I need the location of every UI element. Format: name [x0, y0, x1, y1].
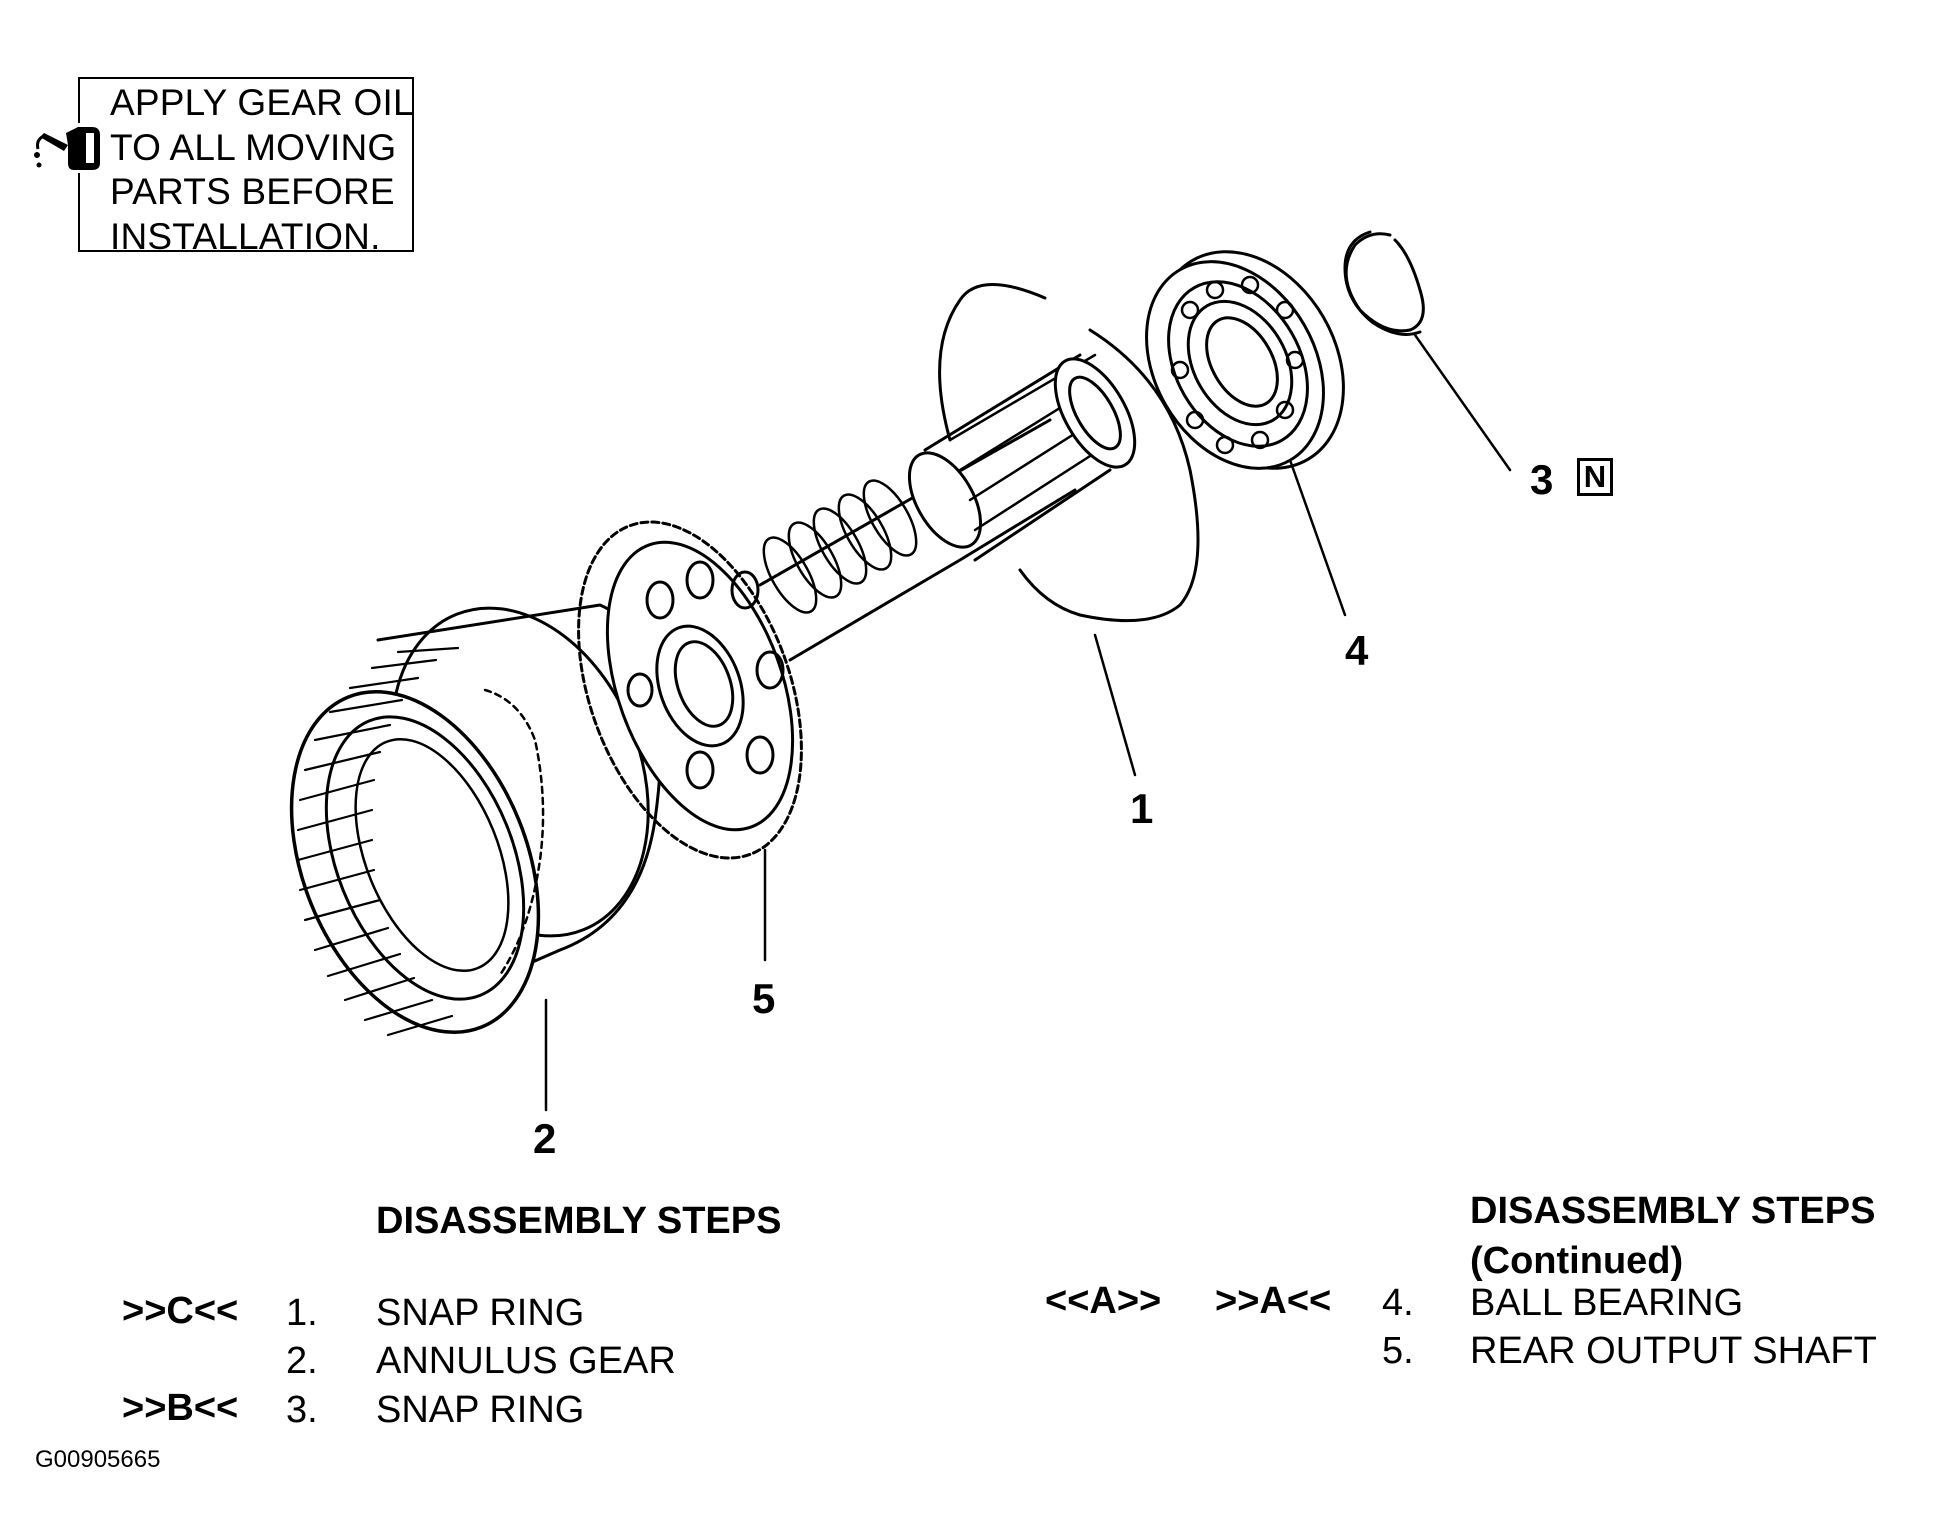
steps-heading: DISASSEMBLY STEPS [376, 1200, 782, 1242]
step-name: REAR OUTPUT SHAFT [1470, 1330, 1877, 1372]
callout-2: 2 [533, 1115, 557, 1162]
oil-can-icon [30, 123, 102, 173]
new-part-badge: N [1577, 458, 1613, 496]
note-line: TO ALL MOVING [110, 126, 397, 168]
callout-5: 5 [752, 975, 776, 1022]
note-line: PARTS BEFORE [110, 171, 395, 212]
exploded-view-illustration [289, 230, 1512, 1112]
figure-id: G00905665 [35, 1446, 161, 1473]
gear-oil-note-text: APPLY GEAR OIL TO ALL MOVING PARTS BEFOR… [110, 81, 414, 259]
step-removal-mark: <<A>> [1045, 1280, 1162, 1322]
step-name: SNAP RING [376, 1389, 585, 1431]
step-mark: >>C<< [122, 1290, 239, 1332]
small-snap-ring [1343, 230, 1425, 336]
step-number: 5. [1382, 1330, 1414, 1372]
step-number: 1. [286, 1292, 318, 1334]
callout-4: 4 [1345, 627, 1369, 674]
rear-output-shaft [577, 353, 1137, 860]
step-mark: >>B<< [122, 1387, 239, 1429]
leader-lines [544, 333, 1512, 1112]
steps-heading-continued: DISASSEMBLY STEPS [1470, 1190, 1876, 1232]
ball-bearing [1145, 250, 1345, 470]
steps-heading-continued-sub: (Continued) [1470, 1240, 1684, 1282]
gear-oil-note: APPLY GEAR OIL TO ALL MOVING PARTS BEFOR… [78, 77, 414, 257]
annulus-gear [289, 603, 663, 1037]
step-mark: >>A<< [1215, 1280, 1332, 1322]
step-name: SNAP RING [376, 1292, 585, 1334]
step-number: 4. [1382, 1282, 1414, 1324]
callout-3: 3 [1530, 456, 1554, 503]
step-name: ANNULUS GEAR [376, 1340, 676, 1382]
step-number: 2. [286, 1340, 318, 1382]
note-line: INSTALLATION. [110, 215, 381, 257]
step-name: BALL BEARING [1470, 1282, 1744, 1324]
note-line: APPLY GEAR OIL [110, 82, 414, 123]
step-number: 3. [286, 1389, 318, 1431]
callout-1: 1 [1130, 785, 1154, 832]
